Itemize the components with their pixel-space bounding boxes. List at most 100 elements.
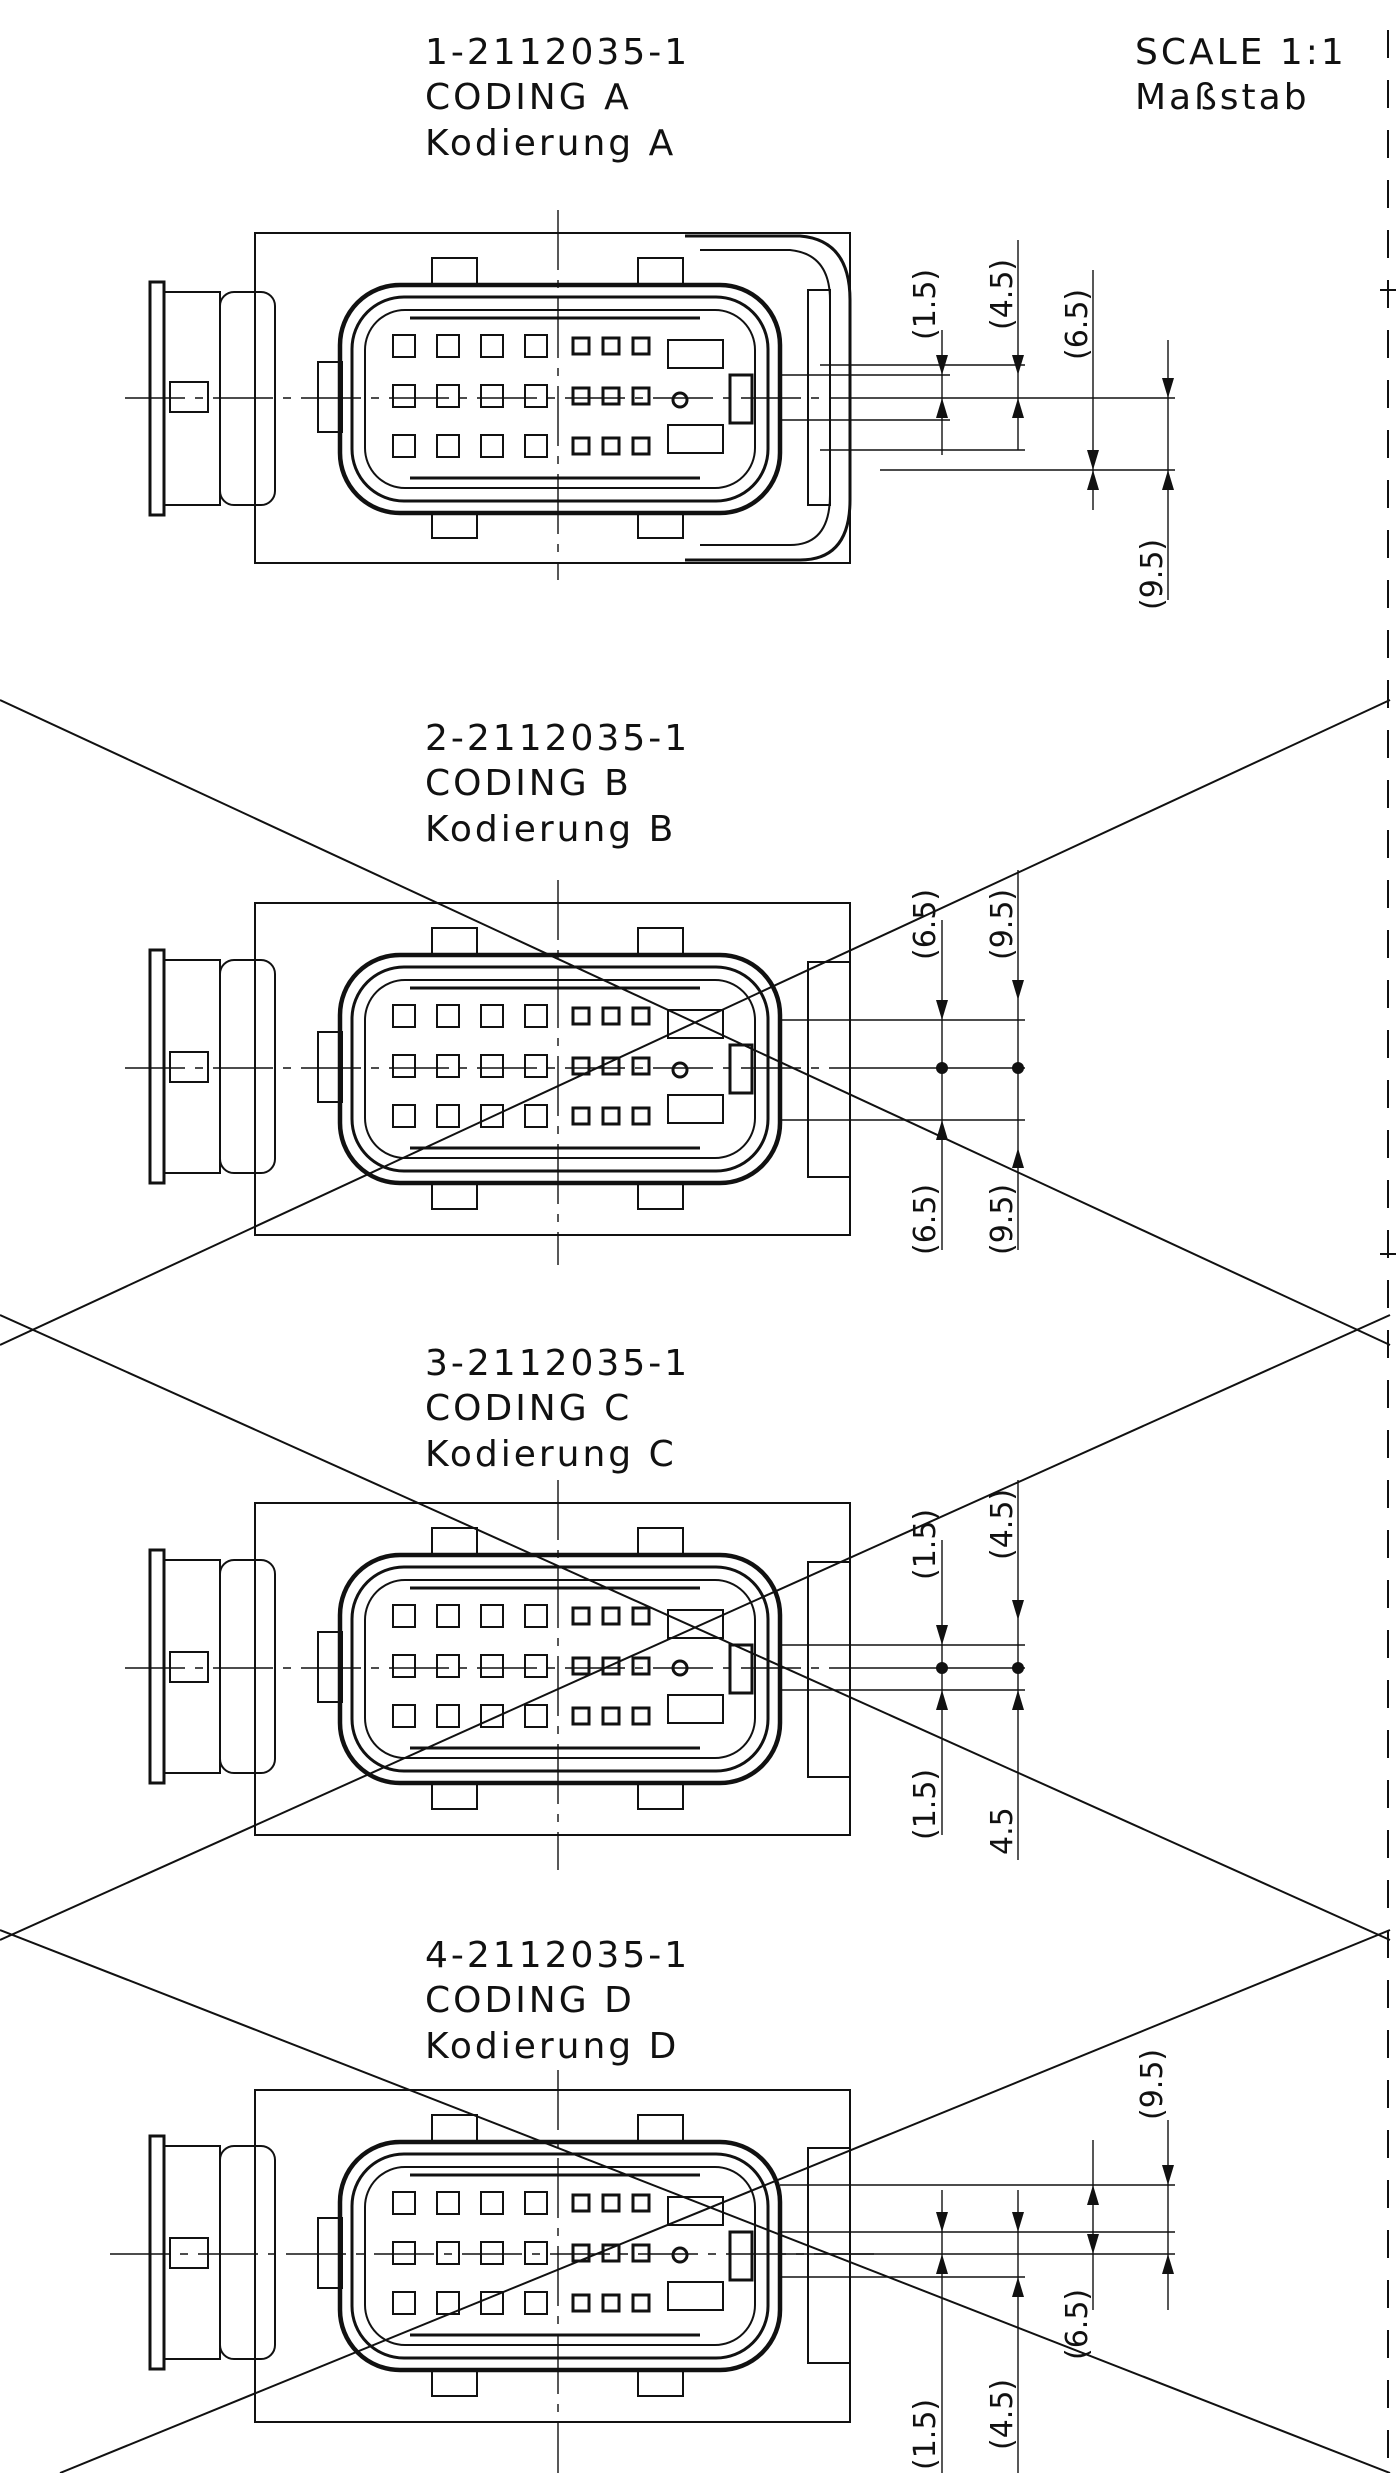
end-cap-d [807,2147,851,2364]
seal-outer-a [337,282,783,516]
dim-b-2: (9.5) [985,889,1020,960]
seal-mid-d [350,2152,770,2360]
dimensions-c: (1.5) (4.5) (1.5) 4.5 [780,1480,1025,1860]
connector-b [125,880,880,1265]
part-number-d: 4-2112035-1 [425,1935,690,1976]
dim-d-1: (9.5) [1135,2049,1170,2120]
secondary-lock-a [685,234,852,562]
coding-key-c [667,1609,754,1724]
latch-bot-right-d [637,2369,684,2397]
variant-a: 1-2112035-1 CODING A Kodierung A [125,32,1175,610]
strike-line-b-2 [0,699,1391,1346]
latch-top-right-b [637,927,684,955]
rear-flange-c [148,1548,166,1785]
coding-a: CODING A [425,77,632,118]
dim-b-4: (9.5) [985,1184,1020,1255]
connector-a [125,210,880,580]
latch-bot-right-c [637,1782,684,1810]
dim-b-1: (6.5) [908,889,943,960]
rear-cap-c [219,1559,276,1774]
contacts-small-a [571,336,651,456]
latch-bot-left-b [431,1182,478,1210]
coding-key-a [667,339,754,454]
latch-top-left-c [431,1527,478,1555]
seal-inner-b [364,979,756,1159]
rear-key-b [169,1051,209,1083]
coding-c: CODING C [425,1388,632,1429]
coding-d: CODING D [425,1980,635,2021]
dim-a-2: (4.5) [985,259,1020,330]
dim-d-2: (6.5) [1060,2289,1095,2360]
latch-top-left-d [431,2114,478,2142]
contacts-small-d [571,2193,651,2313]
latch-bot-right-b [637,1182,684,1210]
dimensions-a: (1.5) (4.5) (6.5) (9.5) [780,240,1175,610]
seal-outer-b [337,952,783,1186]
contacts-large-a [392,334,548,458]
part-number-c: 3-2112035-1 [425,1343,690,1384]
seal-mid-b [350,965,770,1173]
dimensions-b: (6.5) (9.5) (6.5) (9.5) [780,870,1025,1255]
kodierung-c: Kodierung C [425,1434,677,1475]
coding-key-b [667,1009,754,1124]
strike-line-c-2 [0,1314,1391,1941]
latch-bot-left-a [431,511,478,539]
contacts-large-c [392,1604,548,1728]
seal-inner-d [364,2166,756,2346]
latch-top-left-a [431,257,478,285]
coding-b: CODING B [425,763,632,804]
dim-c-4: 4.5 [985,1807,1020,1855]
latch-top-right-c [637,1527,684,1555]
dim-d-4: (4.5) [985,2379,1020,2450]
latch-top-left-b [431,927,478,955]
part-number-a: 1-2112035-1 [425,32,690,73]
coding-key-d [667,2196,754,2311]
dim-c-3: (1.5) [908,1769,943,1840]
latch-bot-left-c [431,1782,478,1810]
strike-line-d-1 [0,1929,1391,2473]
seal-outer-d [337,2139,783,2373]
rear-cap-b [219,959,276,1174]
rear-body-d [163,2145,221,2360]
strike-line-d-2 [59,1929,1391,2473]
latch-top-right-a [637,257,684,285]
rear-body-b [163,959,221,1174]
dimensions-d: (9.5) (6.5) (1.5) (4.5) [780,2049,1175,2473]
variant-d: 4-2112035-1 CODING D Kodierung D [0,1929,1391,2473]
scale-label: SCALE 1:1 Maßstab [1135,32,1347,118]
dim-d-3: (1.5) [908,2399,943,2470]
massstab-text: Maßstab [1135,77,1310,118]
variant-b: 2-2112035-1 CODING B Kodierung B [0,699,1391,1346]
connector-d [110,2070,880,2473]
kodierung-a: Kodierung A [425,123,676,164]
contacts-large-b [392,1004,548,1128]
part-number-b: 2-2112035-1 [425,718,690,759]
latch-bot-right-a [637,511,684,539]
dim-c-2: (4.5) [985,1489,1020,1560]
end-cap-c [807,1561,851,1778]
rear-key-c [169,1651,209,1683]
rear-cap-d [219,2145,276,2360]
scale-text: SCALE 1:1 [1135,32,1347,73]
rear-flange-b [148,948,166,1185]
latch-top-right-d [637,2114,684,2142]
seal-inner-c [364,1579,756,1759]
dim-a-1: (1.5) [908,269,943,340]
rear-body-c [163,1559,221,1774]
rear-key-a [169,381,209,413]
contacts-small-c [571,1606,651,1726]
latch-bot-left-d [431,2369,478,2397]
seal-mid-a [350,295,770,503]
dim-c-1: (1.5) [908,1509,943,1580]
dim-a-4: (9.5) [1135,539,1170,610]
variant-c: 3-2112035-1 CODING C Kodierung C [0,1314,1391,1941]
seal-outer-c [337,1552,783,1786]
seal-inner-a [364,309,756,489]
contacts-large-d [392,2191,548,2315]
rear-flange-d [148,2134,166,2371]
contacts-small-b [571,1006,651,1126]
dim-b-3: (6.5) [908,1184,943,1255]
connector-c [125,1480,880,1870]
kodierung-b: Kodierung B [425,809,676,850]
